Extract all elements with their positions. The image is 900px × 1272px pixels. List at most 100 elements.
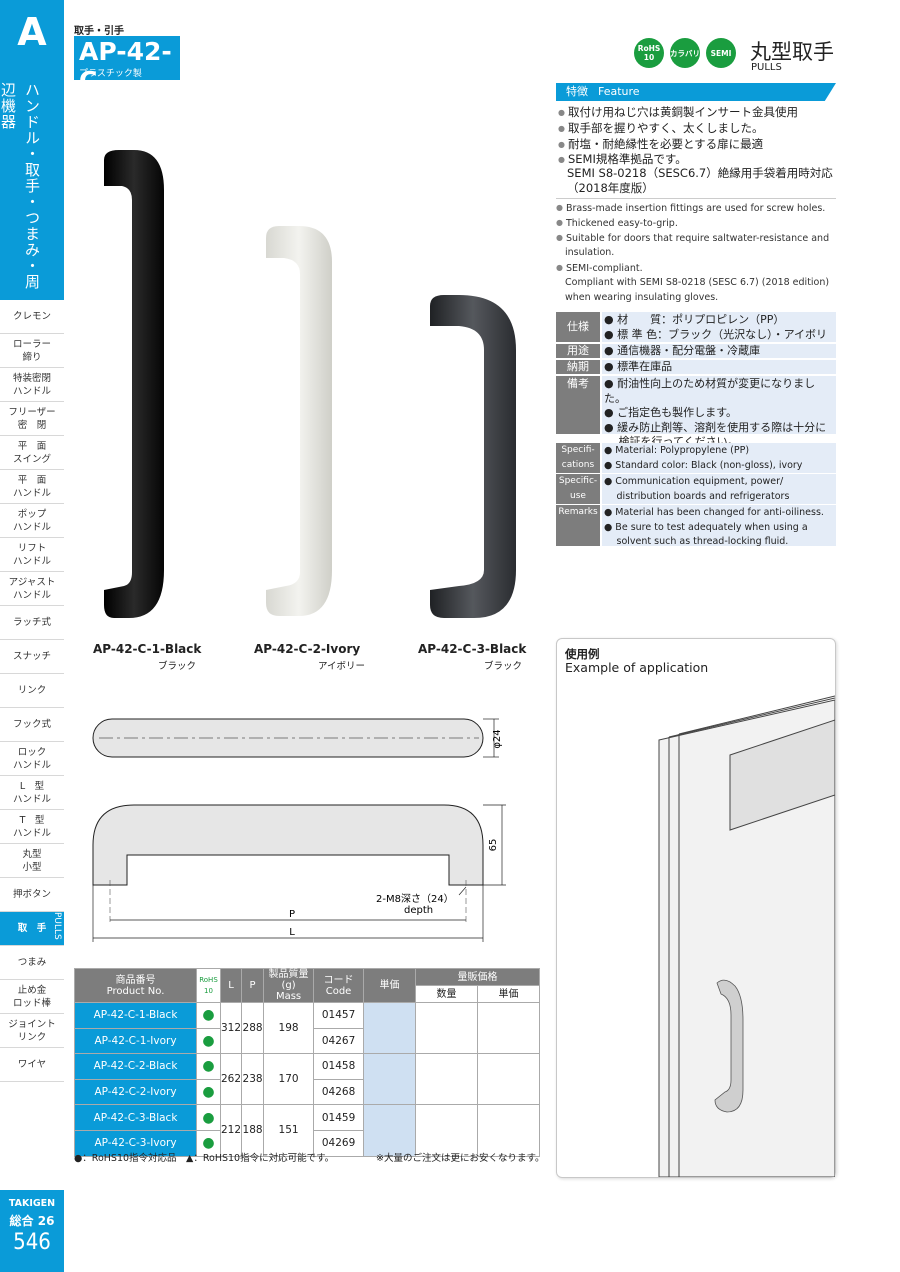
page-title: AP-42-C (79, 37, 172, 95)
spec-line: ● Standard color: Black (non-gloss), ivo… (604, 459, 803, 471)
code-cell: 04269 (313, 1129, 365, 1157)
product-images (104, 150, 516, 618)
code-cell: 01457 (313, 1002, 365, 1029)
remarks-line: ● Material has been changed for anti-oil… (604, 507, 824, 518)
bulk-footnote: ※大量のご注文は更にお安くなります。 (376, 1153, 545, 1164)
sidebar-item-4[interactable]: 平 面 スイング (0, 436, 64, 470)
application-title-jp: 使用例 (565, 647, 600, 661)
sidebar-item-20[interactable]: 止め金 ロッド棒 (0, 980, 64, 1014)
feature-jp-4-cont2: （2018年度版） (567, 181, 654, 195)
product-label-1: AP-42-C-1-Black (93, 642, 202, 656)
table-row: AP-42-C-3-Black ● 212 188 151 01459 (74, 1104, 540, 1157)
mass-cell: 198 (263, 1001, 315, 1055)
en-title: PULLS (751, 62, 782, 73)
rohs-cell: ● (196, 1078, 221, 1106)
delivery-label-jp: 納期 (556, 360, 600, 374)
semi-badge-icon: SEMI (706, 38, 736, 68)
remarks-value-jp: ● 耐油性向上のため材質が変更になりました。 ● ご指定色も製作します。 ● 緩… (602, 376, 836, 448)
code-cell: 04268 (313, 1078, 365, 1106)
remarks-label-en: Remarks (556, 505, 600, 546)
qty-cell (415, 1104, 479, 1157)
sidebar-nav: クレモンローラー 締り特装密閉 ハンドルフリーザー 密 閉平 面 スイング平 面… (0, 300, 64, 1082)
table-row: AP-42-C-1-Black ● 312 288 198 01457 (74, 1001, 540, 1055)
product-color-2: アイボリー (318, 661, 366, 672)
remarks-line: ● 耐油性向上のため材質が変更になりました。 (604, 377, 816, 405)
th-rohs: RoHS 10 (196, 968, 221, 1003)
feature-label-en: Feature (598, 85, 640, 98)
th-unit: 単価 (477, 985, 540, 1003)
sidebar: A ハンドル・取手・つまみ・周辺機器 クレモンローラー 締り特装密閉 ハンドルフ… (0, 0, 64, 1272)
sidebar-item-10[interactable]: スナッチ (0, 640, 64, 674)
divider (556, 198, 836, 199)
feature-jp-1: 取付け用ねじ穴は黄銅製インサート金具使用 (558, 105, 798, 120)
l-cell: 212 (219, 1104, 243, 1157)
handle-2-ivory-image (266, 226, 332, 616)
jp-title: 丸型取手 (750, 40, 834, 64)
sidebar-item-1[interactable]: ローラー 締り (0, 334, 64, 368)
th-p: P (241, 968, 265, 1003)
p-cell: 288 (241, 1001, 265, 1055)
handle-3-black-image (430, 295, 516, 618)
use-label-en: Specific- use (556, 474, 600, 504)
spec-line: ● 材 質：ポリプロピレン（PP） (604, 313, 785, 326)
sidebar-item-7[interactable]: リフト ハンドル (0, 538, 64, 572)
sidebar-item-11[interactable]: リンク (0, 674, 64, 708)
spec-value-en: ● Material: Polypropylene (PP) ● Standar… (602, 443, 836, 473)
sidebar-item-9[interactable]: ラッチ式 (0, 606, 64, 640)
th-bulk: 量販価格 (415, 968, 540, 986)
rohs-cell: ● (196, 1129, 221, 1157)
sidebar-item-5[interactable]: 平 面 ハンドル (0, 470, 64, 504)
sidebar-item-0[interactable]: クレモン (0, 300, 64, 334)
sidebar-item-15[interactable]: T 型 ハンドル (0, 810, 64, 844)
th-l: L (219, 968, 243, 1003)
thread-label: 2-M8深さ（24） (376, 893, 454, 905)
p-label: P (289, 909, 295, 920)
title-box: AP-42-C プラスチック製 (74, 36, 180, 95)
pull-handle-icon (714, 979, 744, 1113)
remarks-line: ● ご指定色も製作します。 (604, 406, 737, 419)
table-row: AP-42-C-1-Ivory ● 04267 (74, 1027, 540, 1055)
table-row: AP-42-C-3-Ivory ● 04269 (74, 1129, 540, 1157)
product-cell: AP-42-C-2-Ivory (74, 1078, 197, 1106)
category-label: ハンドル・取手・つまみ・周辺機器 (0, 82, 41, 290)
rohs-badge-icon: RoHS 10 (634, 38, 664, 68)
sidebar-item-17[interactable]: 押ボタン (0, 878, 64, 912)
rohs-cell: ● (196, 1053, 221, 1080)
spec-line: ● Material: Polypropylene (PP) (604, 445, 750, 456)
sidebar-item-2[interactable]: 特装密閉 ハンドル (0, 368, 64, 402)
handle-1-black-image (104, 150, 164, 618)
use-value-jp: ● 通信機器・配分電盤・冷蔵庫 (602, 344, 836, 358)
code-cell: 01458 (313, 1053, 365, 1080)
feature-label-jp: 特徴 (566, 85, 588, 98)
breadcrumb: 取手・引手 (74, 26, 124, 37)
sidebar-item-14[interactable]: L 型 ハンドル (0, 776, 64, 810)
rohs-cell: ● (196, 1002, 221, 1029)
feature-en-4-cont2: when wearing insulating gloves. (565, 292, 719, 303)
remarks-line: ● Be sure to test adequately when using … (604, 521, 808, 533)
active-item-side-label: PULLS (52, 912, 62, 940)
sidebar-item-19[interactable]: つまみ (0, 946, 64, 980)
sidebar-item-6[interactable]: ポップ ハンドル (0, 504, 64, 538)
application-title-en: Example of application (565, 660, 709, 675)
sidebar-item-16[interactable]: 丸型 小型 (0, 844, 64, 878)
sidebar-item-12[interactable]: フック式 (0, 708, 64, 742)
use-value-en: ● Communication equipment, power/ distri… (602, 474, 836, 504)
sidebar-item-21[interactable]: ジョイント リンク (0, 1014, 64, 1048)
dia-label: φ24 (492, 729, 503, 748)
technical-drawing: φ24 65 P L 2-M8深さ（24） depth (92, 718, 506, 942)
unit-cell (477, 1053, 540, 1106)
sidebar-item-3[interactable]: フリーザー 密 閉 (0, 402, 64, 436)
unit-cell (477, 1104, 540, 1157)
remarks-line: solvent such as thread-locking fluid. (604, 536, 789, 547)
side-view-shape (92, 804, 484, 886)
sidebar-item-8[interactable]: アジャスト ハンドル (0, 572, 64, 606)
feature-jp-4-cont: SEMI S8-0218（SESC6.7）絶縁用手袋着用時対応 (567, 166, 833, 180)
rohs-cell: ● (196, 1027, 221, 1055)
sidebar-item-22[interactable]: ワイヤ (0, 1048, 64, 1082)
sidebar-item-13[interactable]: ロック ハンドル (0, 742, 64, 776)
feature-jp-2: 取手部を握りやすく、太くしました。 (558, 121, 764, 136)
